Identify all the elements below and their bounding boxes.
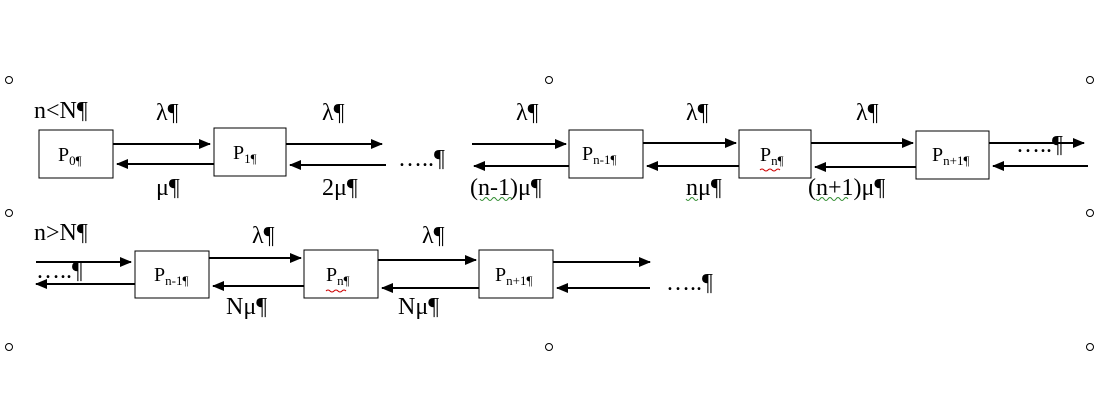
selection-handle[interactable] [5,209,13,217]
rate-forward: λ¶ [856,100,879,126]
selection-handle[interactable] [1086,343,1094,351]
state-label-pn-1: Pn-1¶ [582,143,616,167]
state-box-p1 [213,127,287,177]
selection-handle[interactable] [1086,76,1094,84]
rate-backward: Nμ¶ [398,294,439,320]
state-label-pn: Pn¶ [760,144,784,168]
selection-handle[interactable] [5,76,13,84]
state-box-pn-1 [134,250,210,299]
state-box-p0 [38,129,114,179]
rate-backward: (n-1)μ¶ [470,175,542,201]
state-box-pn-1 [568,129,644,179]
rate-backward: (n+1)μ¶ [808,175,885,201]
bottom-condition-label: n>N¶ [34,220,88,246]
rate-forward: λ¶ [322,100,345,126]
rate-backward: μ¶ [156,175,180,201]
selection-handle[interactable] [5,343,13,351]
spellcheck-underline [325,289,347,293]
rate-backward: nμ¶ [686,175,722,201]
state-label-pn: Pn¶ [326,264,350,288]
state-box-pn [738,129,812,179]
top-condition-label: n<N¶ [34,98,88,124]
rate-backward: 2μ¶ [322,175,358,201]
selection-handle[interactable] [1086,209,1094,217]
ellipsis: …..¶ [36,258,83,284]
grammar-underline [685,197,699,201]
state-label-pn+1: Pn+1¶ [932,144,969,168]
state-label-pn-1: Pn-1¶ [154,264,188,288]
rate-forward: λ¶ [252,223,275,249]
state-box-pn+1 [478,249,554,299]
grammar-underline [815,197,849,201]
grammar-underline [479,197,513,201]
rate-forward: λ¶ [422,223,445,249]
rate-forward: λ¶ [686,100,709,126]
rate-backward: Nμ¶ [226,294,267,320]
spellcheck-underline [759,168,781,172]
rate-forward: λ¶ [516,100,539,126]
selection-handle[interactable] [545,343,553,351]
state-label-p1: P1¶ [233,142,257,166]
state-box-pn+1 [915,130,990,180]
ellipsis: …..¶ [1016,132,1063,158]
ellipsis: …..¶ [398,146,445,172]
rate-forward: λ¶ [156,100,179,126]
ellipsis: …..¶ [666,270,713,296]
selection-handle[interactable] [545,76,553,84]
state-label-pn+1: Pn+1¶ [495,264,532,288]
state-label-p0: P0¶ [58,144,82,168]
state-box-pn [303,249,379,299]
